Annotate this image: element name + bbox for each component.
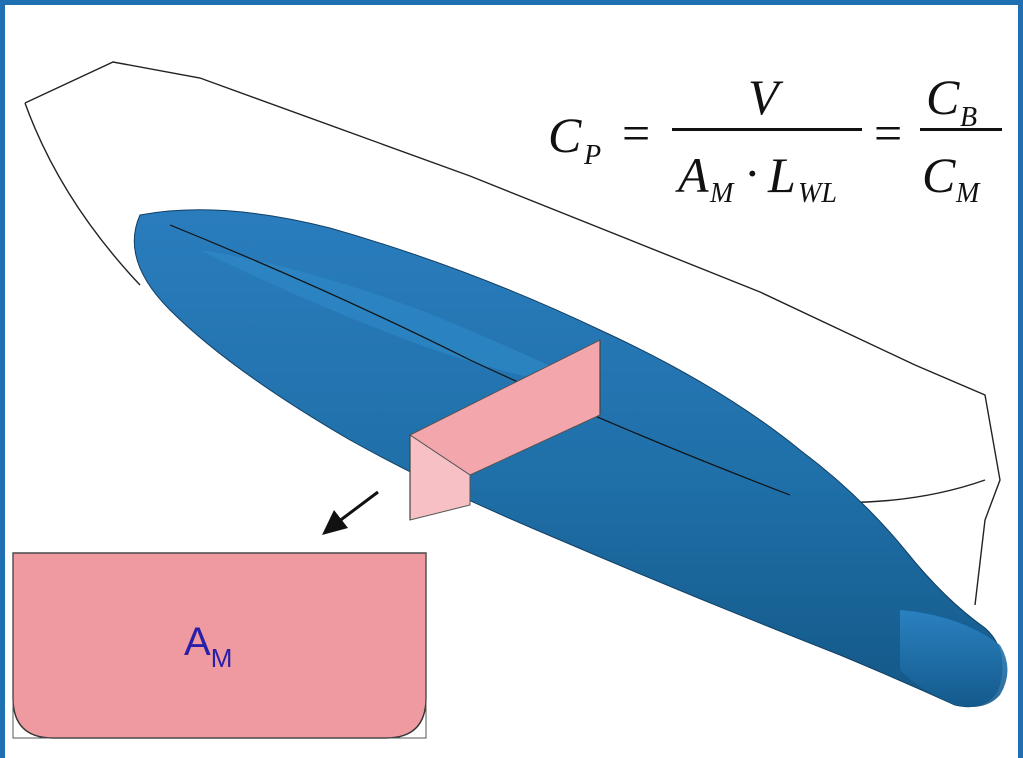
formula-frac1-bar xyxy=(672,128,862,131)
hull-highlight xyxy=(200,250,600,390)
formula-frac1-den-l-sub: WL xyxy=(798,178,837,209)
formula-frac2-denominator: C xyxy=(922,147,956,203)
formula-frac1-den-a-sub: M xyxy=(710,178,734,209)
formula-frac2-bar xyxy=(920,128,1002,131)
midship-area-label-sub: M xyxy=(210,643,233,673)
frame-border-right xyxy=(1018,0,1023,758)
formula-lhs: C xyxy=(548,107,582,163)
formula-frac1-den-dot: · xyxy=(744,145,761,201)
formula-frac2-denominator-sub: M xyxy=(956,178,980,209)
hull-centerline xyxy=(169,224,791,496)
formula-frac1-den-a: A xyxy=(678,147,709,203)
midship-area-bounding-box xyxy=(12,552,427,739)
formula-frac2-numerator-sub: B xyxy=(960,102,978,133)
bulbous-bow xyxy=(900,610,1008,708)
formula-equals-2: = xyxy=(874,105,903,161)
formula-frac1-numerator: V xyxy=(748,69,779,125)
formula-lhs-sub: P xyxy=(584,140,602,171)
midship-area-label: AM xyxy=(184,620,232,673)
formula-equals-1: = xyxy=(622,105,651,161)
formula-frac2-numerator: C xyxy=(926,69,960,125)
arrow-down-left-icon xyxy=(322,490,379,535)
formula-frac1-den-l: L xyxy=(768,147,796,203)
frame-border-top xyxy=(0,0,1023,5)
frame-border-left xyxy=(0,0,5,758)
midship-area-label-main: A xyxy=(184,620,211,664)
prismatic-coefficient-formula: C P = V A M · L WL = C B C M xyxy=(548,62,1018,212)
